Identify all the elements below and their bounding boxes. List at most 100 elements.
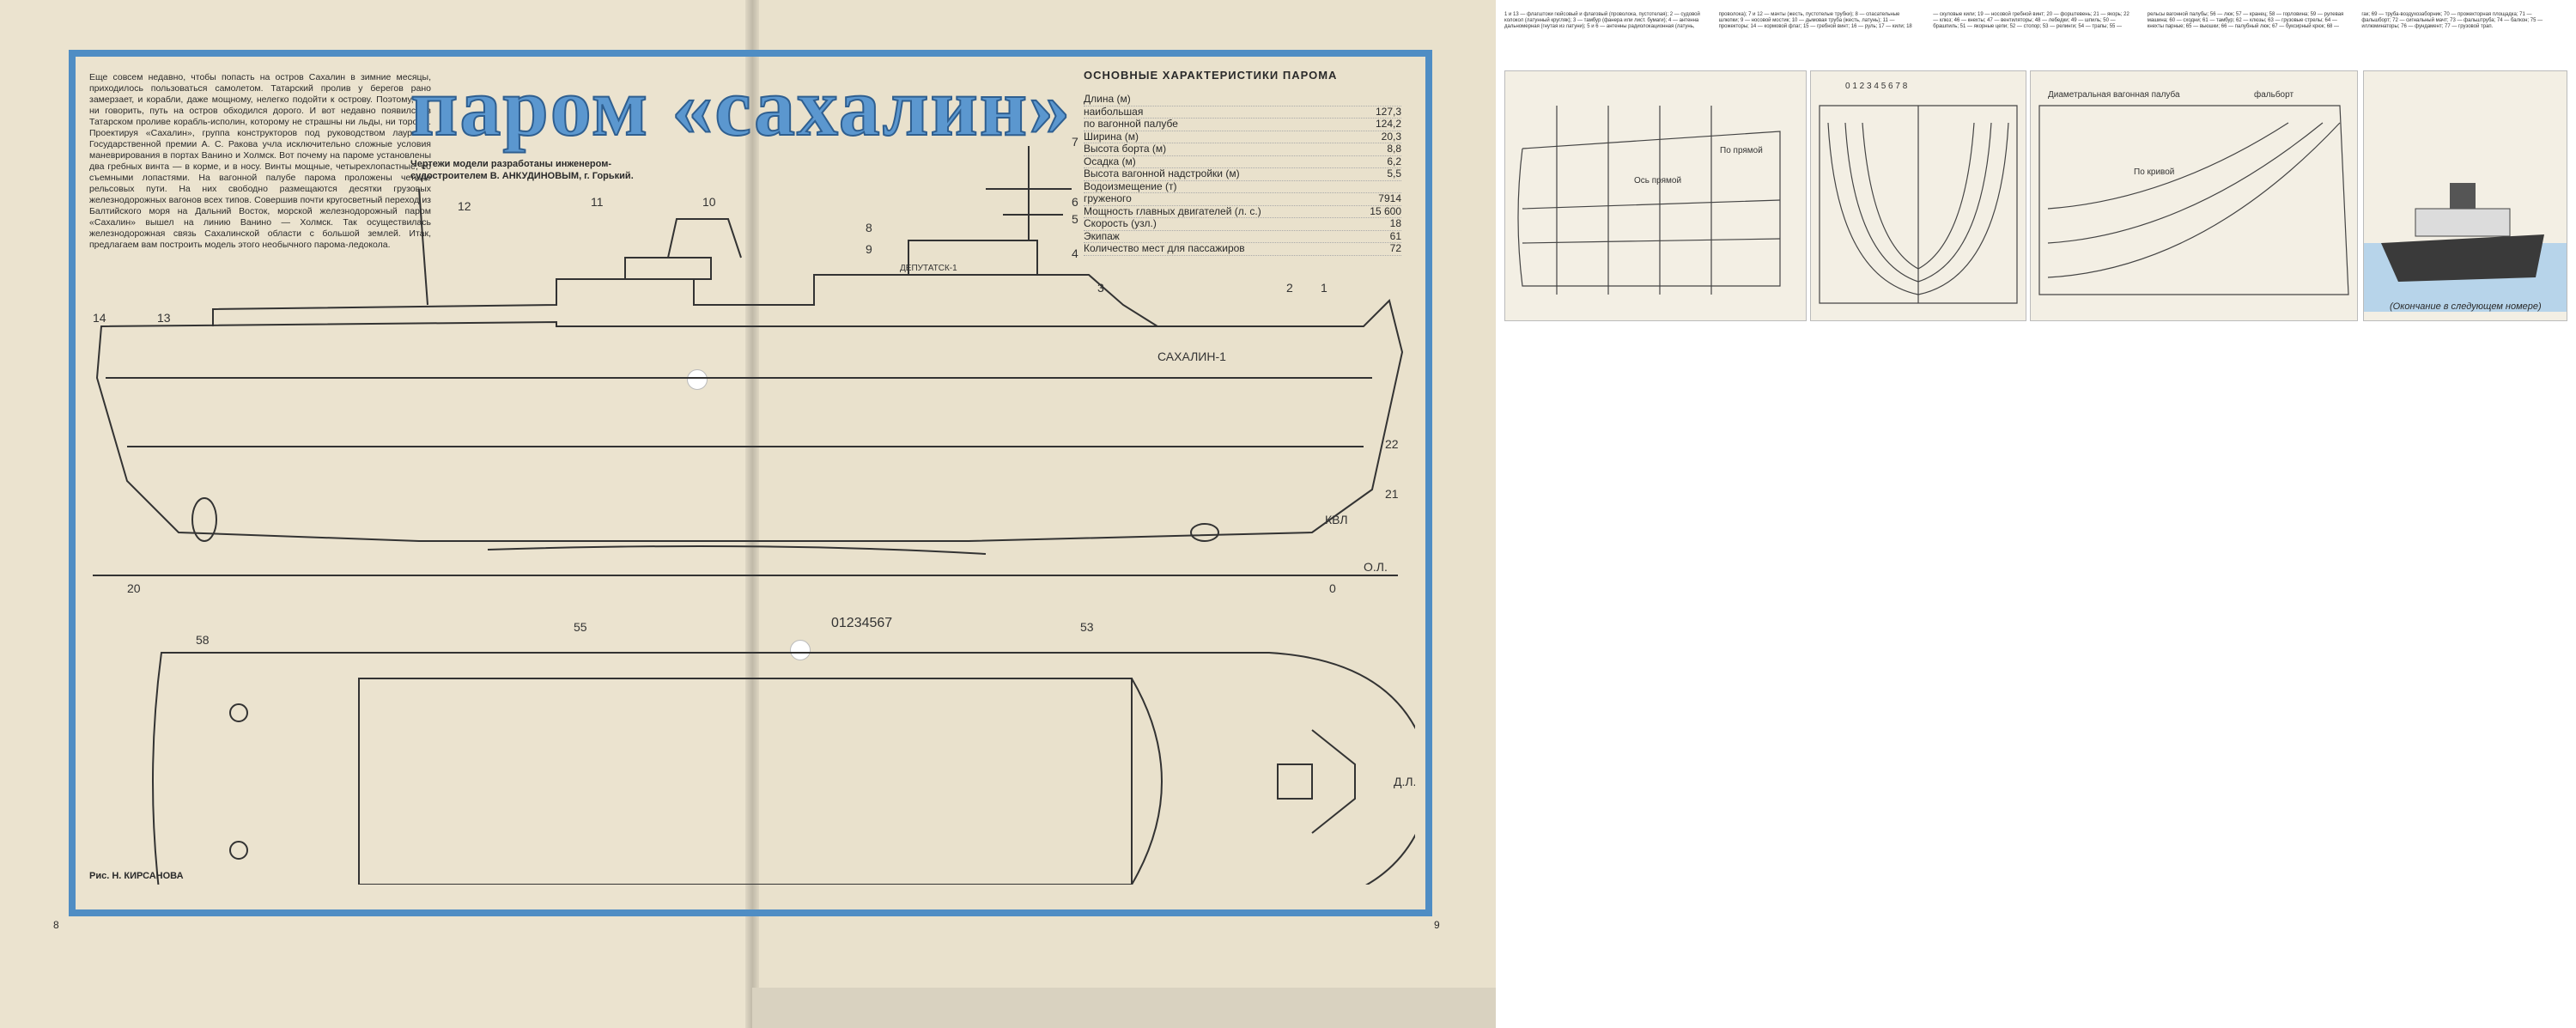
- ship-drawing-svg: САХАЛИН-1 ДЕПУТАТСК-1 КВЛ Д.Л. О.Л. 0123…: [93, 135, 1434, 956]
- drawing-credit: Чертежи модели разработаны инженером-суд…: [410, 159, 634, 181]
- waterline-curve: [2047, 122, 2289, 210]
- plan-label: Диаметральная вагонная палуба: [2048, 89, 2180, 100]
- spec-label: Ширина (м): [1084, 130, 1139, 143]
- ship-drawing: САХАЛИН-1 ДЕПУТАТСК-1 КВЛ Д.Л. О.Л. 0123…: [76, 129, 1434, 956]
- ship-name-small-label: ДЕПУТАТСК-1: [900, 264, 957, 273]
- spec-label: по вагонной палубе: [1084, 118, 1178, 130]
- spec-row: Количество мест для пассажиров 72: [1084, 242, 1401, 256]
- spec-row: Длина (м): [1084, 93, 1401, 106]
- profile-lines: [1522, 199, 1781, 244]
- ship-name-label: САХАЛИН-1: [1157, 350, 1226, 363]
- spec-value: 72: [1389, 242, 1401, 254]
- callout-3: 3: [1097, 281, 1104, 295]
- callout-13: 13: [157, 311, 171, 325]
- ship-illustration-panel: (Окончание в следующем номере): [2363, 70, 2567, 321]
- callout-9: 9: [866, 242, 872, 256]
- specs-title: ОСНОВНЫЕ ХАРАКТЕРИСТИКИ ПАРОМА: [1084, 69, 1338, 82]
- superstructure: [212, 274, 1158, 327]
- spec-label: Количество мест для пассажиров: [1084, 242, 1245, 254]
- body-plan-svg: 0 1 2 3 4 5 6 7 8: [1819, 82, 2018, 304]
- spec-row: Ширина (м) 20,3: [1084, 130, 1401, 143]
- aft-mast: [418, 188, 428, 306]
- spec-label: наибольшая: [1084, 105, 1144, 118]
- spec-label: Скорость (узл.): [1084, 217, 1157, 229]
- ship-superstructure: [2415, 208, 2511, 237]
- mast-yards: [986, 188, 1072, 216]
- intro-text: Еще совсем недавно, чтобы попасть на ост…: [89, 72, 431, 250]
- spec-row: Осадка (м)6,2: [1084, 155, 1401, 168]
- bow-propeller: [1190, 523, 1219, 542]
- callout-12: 12: [458, 199, 471, 213]
- body-plan-frame: [1819, 105, 2018, 304]
- scale-label: 01234567: [831, 616, 892, 630]
- article-title: паром «сахалин»: [410, 60, 1072, 154]
- spec-value: 61: [1389, 229, 1401, 242]
- spec-value: 20,3: [1381, 130, 1401, 143]
- callout-2: 2: [1286, 281, 1293, 295]
- ol-label: О.Л.: [1364, 560, 1388, 574]
- callout-11: 11: [591, 195, 604, 209]
- deck-plan-outline: [152, 652, 1434, 911]
- spec-value: 8,8: [1387, 143, 1401, 155]
- profile-stations: [1556, 106, 1712, 295]
- spec-label: Осадка (м): [1084, 155, 1136, 167]
- page-number-right: 9: [1434, 919, 1440, 931]
- waterline-curve: [2047, 122, 2341, 278]
- page-edge-strip: [752, 988, 1496, 1028]
- binder-hole: [790, 640, 811, 660]
- waterline-curve: [2047, 122, 2324, 244]
- plan-label: По кривой: [2134, 167, 2174, 177]
- callout-22: 22: [1385, 437, 1399, 451]
- spec-value: 15 600: [1370, 204, 1401, 217]
- bridge: [908, 240, 1038, 276]
- section-line: [1827, 122, 2009, 295]
- hull-profile: [1517, 131, 1781, 287]
- hull-side: [95, 299, 1404, 542]
- bow-equipment: [1311, 729, 1356, 834]
- spec-value: 5,5: [1387, 167, 1401, 179]
- left-page: [0, 0, 752, 1028]
- bilge-keel: [487, 545, 987, 555]
- magazine-spread: Еще совсем недавно, чтобы попасть на ост…: [0, 0, 2056, 1028]
- spec-label: Высота вагонной надстройки (м): [1084, 167, 1240, 179]
- capstan: [229, 703, 248, 722]
- callout-14: 14: [93, 311, 106, 325]
- section-line: [1844, 122, 1992, 283]
- wagon-deck: [358, 678, 1133, 885]
- blue-frame: [69, 50, 1432, 916]
- callout-5: 5: [1072, 212, 1078, 226]
- spec-label: Длина (м): [1084, 93, 1131, 105]
- capstan: [229, 841, 248, 860]
- spec-label: груженого: [1084, 192, 1132, 204]
- half-breadth-panel: Диаметральная вагонная палуба фальборт П…: [2030, 70, 2358, 321]
- ship-hull: [2381, 234, 2544, 282]
- half-breadth-svg: Диаметральная вагонная палуба фальборт П…: [2038, 89, 2349, 295]
- dl-label: Д.Л.: [1394, 775, 1415, 788]
- spec-row: Высота борта (м) 8,8: [1084, 143, 1401, 156]
- profile-label: Ось прямой: [1634, 176, 1681, 186]
- spec-value: 18: [1389, 217, 1401, 229]
- spec-row: наибольшая 127,3: [1084, 106, 1401, 119]
- spec-value: [1364, 94, 1401, 106]
- ship-illustration-svg: [2364, 183, 2567, 312]
- page-fold: [745, 0, 759, 1028]
- spec-value: 127,3: [1375, 105, 1401, 118]
- binder-hole: [687, 369, 708, 390]
- body-plan-panel: 0 1 2 3 4 5 6 7 8: [1810, 70, 2026, 321]
- spec-value: 124,2: [1375, 118, 1401, 130]
- spec-label: Высота борта (м): [1084, 143, 1167, 155]
- windlass: [1277, 763, 1313, 800]
- stern-propeller: [191, 497, 217, 542]
- continuation-caption: (Окончание в следующем номере): [2390, 301, 2542, 312]
- profile-label: По прямой: [1720, 146, 1763, 155]
- section-line: [1862, 122, 1975, 270]
- callout-4: 4: [1072, 246, 1078, 260]
- hull-profile-panel: По прямой Ось прямой: [1504, 70, 1807, 321]
- deck-callout-53: 53: [1080, 620, 1094, 634]
- deck-callout-58: 58: [196, 633, 210, 647]
- page-number-left: 8: [53, 919, 59, 931]
- spec-row: по вагонной палубе 124,2: [1084, 118, 1401, 131]
- spec-row: Высота вагонной надстройки (м) 5,5: [1084, 167, 1401, 181]
- callout-1: 1: [1321, 281, 1327, 295]
